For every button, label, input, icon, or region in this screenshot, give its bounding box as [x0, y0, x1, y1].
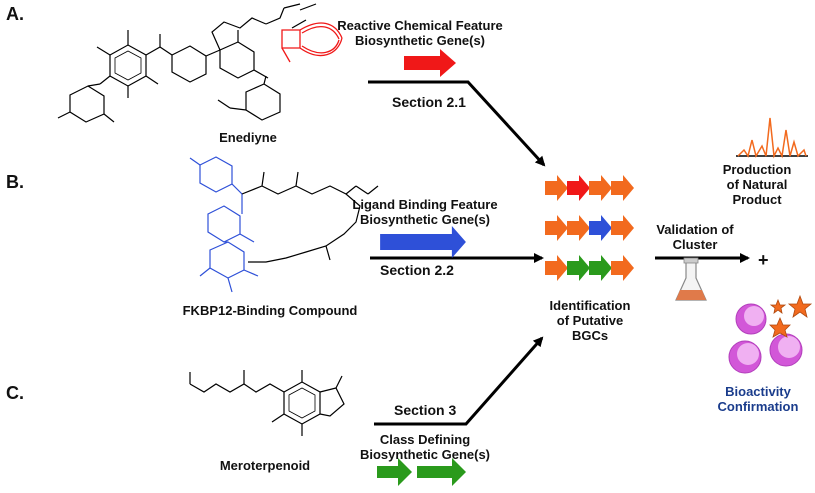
- meroterpenoid-label: Meroterpenoid: [219, 458, 311, 473]
- bgc-cluster-2: [545, 215, 634, 241]
- reactive-feature-label: Reactive Chemical Feature Biosynthetic G…: [337, 18, 503, 48]
- chromatogram-icon: [736, 117, 808, 159]
- meroterpenoid-structure: [189, 370, 345, 436]
- class-gene-arrow-1: [377, 458, 412, 486]
- bgc-cluster-3: [545, 255, 634, 281]
- fkbp12-binding-structure: [189, 156, 259, 293]
- validation-label: Validation of Cluster: [656, 222, 734, 252]
- section-3-label: Section 3: [394, 402, 457, 418]
- enediyne-core: [281, 22, 343, 63]
- plus-sign: +: [758, 250, 769, 270]
- culture-flask-icon: [675, 257, 707, 301]
- reactive-gene-arrow: [404, 49, 456, 77]
- bioactivity-cells-icon: [728, 303, 803, 374]
- bioactivity-label: Bioactivity Confirmation: [717, 384, 799, 414]
- panel-letter-c: C.: [6, 383, 24, 403]
- panel-letter-b: B.: [6, 172, 24, 192]
- ligand-gene-arrow: [380, 226, 466, 258]
- class-gene-arrow-2: [417, 458, 466, 486]
- panel-letter-a: A.: [6, 4, 24, 24]
- section-2-2-label: Section 2.2: [380, 262, 454, 278]
- production-label: Production of Natural Product: [722, 162, 792, 207]
- fkbp12-label: FKBP12-Binding Compound: [182, 303, 358, 318]
- enediyne-label: Enediyne: [219, 130, 277, 145]
- class-defining-label: Class Defining Biosynthetic Gene(s): [359, 432, 491, 462]
- identification-label: Identification of Putative BGCs: [549, 298, 631, 343]
- ligand-feature-label: Ligand Binding Feature Biosynthetic Gene…: [352, 197, 498, 227]
- section-2-1-label: Section 2.1: [392, 94, 466, 110]
- fkbp12-macrocycle: [241, 171, 379, 263]
- bioactivity-stars-icon: [769, 294, 813, 338]
- flow-lines: [368, 80, 750, 426]
- enediyne-structure: [57, 3, 317, 123]
- bgc-cluster-1: [545, 175, 634, 201]
